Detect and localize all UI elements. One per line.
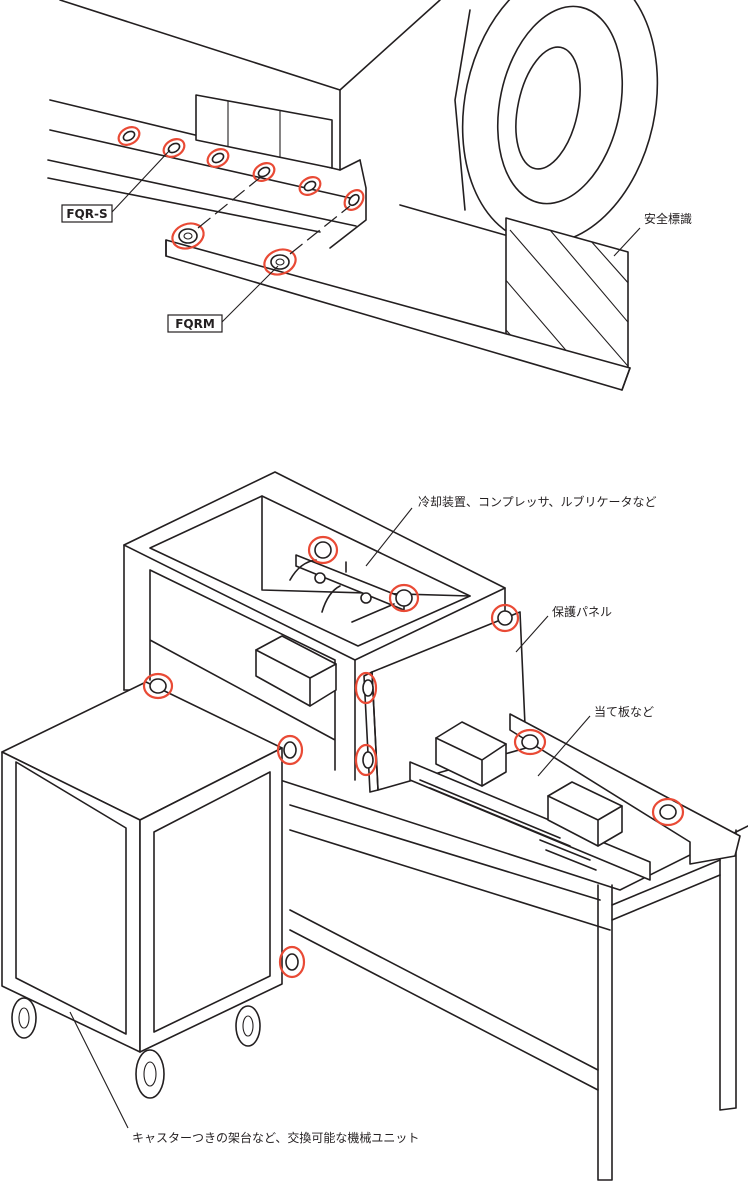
base-bar-right bbox=[621, 367, 631, 391]
fqr-s-sensors bbox=[117, 126, 365, 211]
truck-box-bottom-edge bbox=[49, 99, 361, 171]
caster-wheel-3 bbox=[235, 1005, 261, 1047]
machine-illustration bbox=[1, 471, 748, 1181]
dash-link-1 bbox=[197, 175, 263, 229]
machine-sensor-5 bbox=[354, 743, 378, 777]
caster-wheel-1 bbox=[11, 997, 37, 1039]
caster-unit-leader-line bbox=[69, 1011, 129, 1129]
cooling-label: 冷却装置、コンプレッサ、ルブリケータなど bbox=[418, 494, 657, 509]
fqr-s-sensor-1 bbox=[117, 126, 141, 146]
conveyor-lower-rails bbox=[289, 909, 599, 1091]
safety-sign-hatching bbox=[506, 229, 628, 370]
fqr-s-sensor-3 bbox=[206, 148, 230, 168]
contact-plate-block-2-edges bbox=[547, 795, 623, 847]
fqr-s-label-box bbox=[61, 204, 113, 223]
protect-panel-label: 保護パネル bbox=[552, 604, 612, 619]
fqr-s-leader-line bbox=[111, 149, 171, 213]
fqrm-label: FQRM bbox=[175, 317, 215, 331]
caster-unit-label: キャスターつきの架台など、交換可能な機械ユニット bbox=[132, 1130, 419, 1145]
dash-link-2 bbox=[289, 205, 351, 255]
machine-sensor-4 bbox=[354, 671, 378, 705]
tire-hub bbox=[515, 46, 581, 170]
fqrm-leader-line bbox=[221, 265, 279, 323]
machine-sensor-8 bbox=[278, 945, 306, 979]
guide-rail-back bbox=[509, 713, 741, 865]
tire-shadow-lines bbox=[399, 9, 506, 236]
conveyor-cross-bar bbox=[611, 859, 721, 921]
contact-plate-leader-line bbox=[537, 715, 591, 777]
protect-panel-leader-line bbox=[515, 615, 549, 653]
cart-front-inner bbox=[15, 761, 127, 1035]
lubricator-valve-1 bbox=[314, 572, 326, 584]
machine-sensor-6 bbox=[142, 672, 174, 700]
safety-sign-label: 安全標識 bbox=[644, 211, 692, 226]
fqr-s-sensor-4 bbox=[252, 162, 276, 182]
lubricator-valve-2 bbox=[360, 592, 372, 604]
machine-sensor-3 bbox=[490, 603, 520, 633]
cooling-leader-line bbox=[365, 507, 413, 567]
machine-sensor-7 bbox=[276, 734, 304, 766]
conveyor-back-leg bbox=[719, 829, 737, 1111]
machine-sensors bbox=[142, 535, 685, 979]
roller-shaft-1 bbox=[419, 779, 571, 847]
compressor-edges bbox=[255, 649, 337, 707]
safety-sign-leader-line bbox=[613, 227, 641, 257]
lubricator-pipes bbox=[289, 559, 395, 623]
fqrm-sensor-2 bbox=[263, 248, 297, 276]
roller-shaft-2 bbox=[539, 839, 597, 871]
chassis-line-2 bbox=[47, 159, 357, 227]
machine-sensor-10 bbox=[651, 797, 685, 827]
fqrm-sensors bbox=[171, 222, 297, 276]
chassis-line-3 bbox=[47, 177, 321, 233]
window-dividers bbox=[227, 101, 281, 157]
truck-box-top-edge bbox=[59, 0, 441, 91]
vehicle-illustration bbox=[47, 0, 659, 391]
contact-plate-block-1-edges bbox=[435, 737, 507, 787]
tire-inner bbox=[496, 5, 624, 205]
cart-side-face bbox=[139, 747, 283, 1053]
cart-side-inner bbox=[153, 771, 271, 1033]
conveyor-front-leg bbox=[597, 884, 613, 1181]
chassis-end bbox=[329, 159, 367, 249]
fqrm-sensor-1 bbox=[171, 222, 205, 250]
fqrm-label-box bbox=[167, 314, 223, 333]
machine-sensor-1 bbox=[307, 535, 339, 565]
conveyor-rails bbox=[289, 804, 611, 931]
fqr-s-label: FQR-S bbox=[66, 207, 107, 221]
machine-sensor-9 bbox=[513, 728, 547, 756]
truck-window-block bbox=[195, 94, 333, 169]
fqr-s-sensor-5 bbox=[298, 176, 322, 196]
contact-plate-label: 当て板など bbox=[594, 705, 654, 719]
machine-sensor-2 bbox=[388, 583, 420, 613]
caster-wheel-2 bbox=[135, 1049, 165, 1099]
